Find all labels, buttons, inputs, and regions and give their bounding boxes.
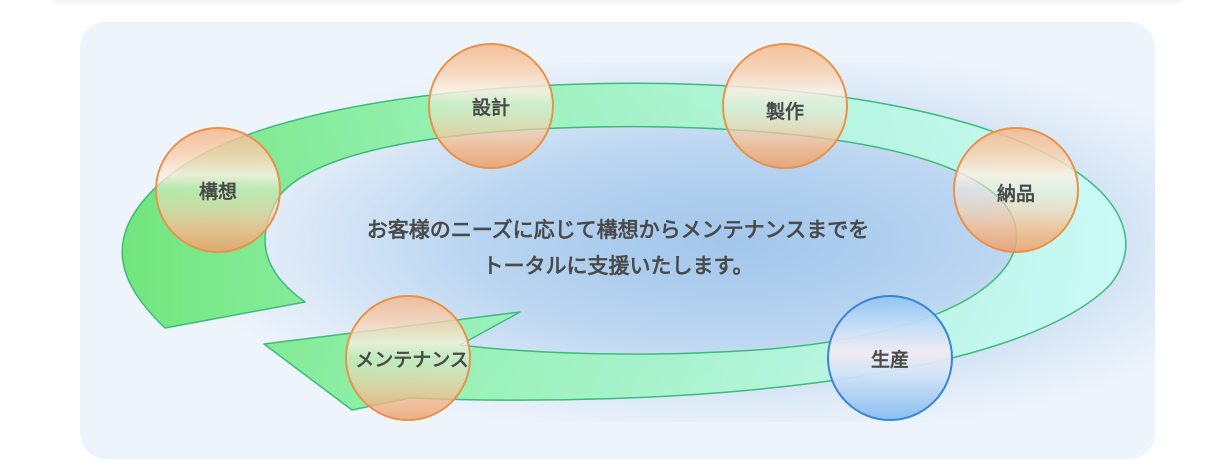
stage-node-sekkei: 設計 [428,43,554,169]
center-text-line2: トータルに支援いたします。 [482,254,754,278]
stage-label-sekkei: 設計 [472,96,510,119]
stage-node-seisaku: 製作 [722,43,848,169]
stage-label-nohin: 納品 [997,182,1035,205]
center-description: お客様のニーズに応じて構想からメンテナンスまでを トータルに支援いたします。 [286,212,950,284]
stage-label-seisaku: 製作 [765,100,804,123]
stage-node-nohin: 納品 [953,127,1079,253]
stage-label-koso: 構想 [199,180,237,203]
center-text-line1: お客様のニーズに応じて構想からメンテナンスまでを [366,218,870,242]
stage-node-koso: 構想 [155,127,281,253]
stage-label-seisan: 生産 [871,348,909,371]
cycle-arrow [121,82,1127,411]
stage-label-maintenance: メンテナンス [355,349,469,371]
top-divider [52,0,1182,6]
stage-node-maintenance: メンテナンス [345,295,471,421]
stage-node-seisan: 生産 [827,295,953,421]
